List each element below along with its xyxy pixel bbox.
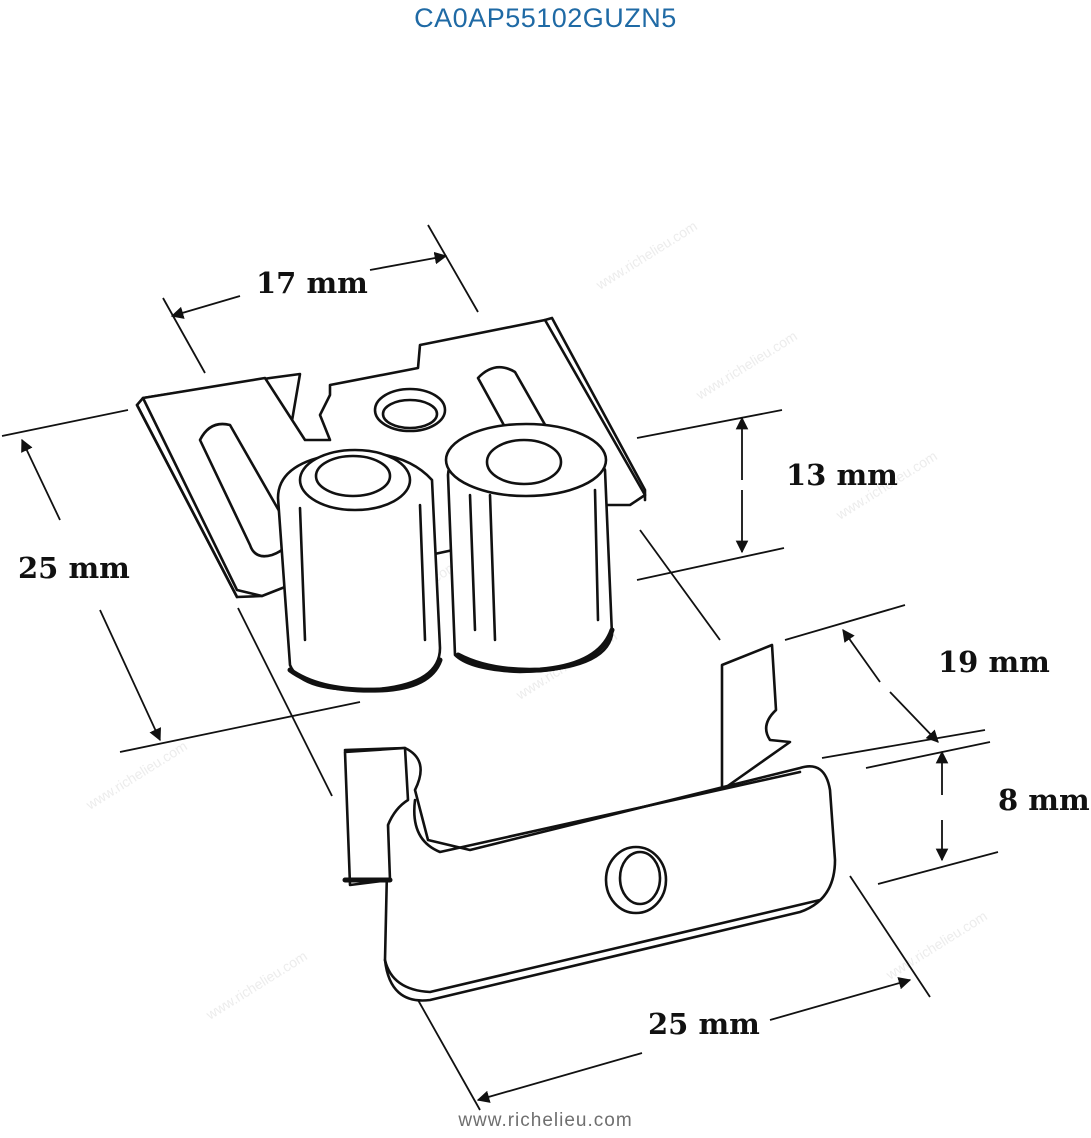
dimension-arrow: [842, 628, 881, 683]
left-roller-pin: [314, 454, 392, 498]
center-screw-hole-inner: [381, 398, 439, 430]
extension-line: [1, 409, 129, 437]
extension-line: [427, 224, 479, 313]
extension-line: [636, 409, 783, 439]
watermark: www.richelieu.com: [202, 948, 310, 1024]
dimension-label-strike-depth: 19 mm: [938, 645, 1050, 679]
extension-line: [784, 604, 906, 641]
dimension-arrow: [769, 977, 912, 1021]
strike-screw-hole-inner: [618, 850, 662, 906]
roller-catch-part: [135, 316, 647, 693]
roller-shade-line: [418, 503, 427, 642]
dimension-arrow: [369, 251, 448, 271]
strike-body: [343, 746, 837, 1002]
roller-shade-line: [593, 488, 600, 622]
dimension-label-top-width: 17 mm: [256, 266, 368, 300]
dimension-13mm: 13 mm: [636, 409, 898, 581]
dimension-arrow: [21, 438, 61, 521]
dimension-17mm: 17 mm: [162, 224, 479, 374]
extension-line: [162, 297, 206, 374]
dimension-arrow: [99, 609, 161, 742]
strike-plate-part: [342, 643, 837, 1002]
dimension-25mm-left: 25 mm: [1, 409, 361, 753]
roller-shade-line: [298, 506, 307, 642]
strike-left-fold: [343, 746, 410, 887]
extension-line: [821, 729, 986, 759]
dimension-label-plate-length: 25 mm: [18, 551, 130, 585]
right-roller-pin: [485, 438, 563, 486]
dimension-arrow: [170, 295, 241, 319]
extension-line: [417, 999, 481, 1111]
mounting-plate-lip: [543, 316, 647, 502]
dimension-25mm-bottom: 25 mm: [237, 607, 931, 1111]
extension-line: [119, 701, 361, 753]
website-url: www.richelieu.com: [458, 1110, 633, 1131]
extension-line: [865, 741, 991, 769]
strike-bottom-edge: [383, 898, 822, 994]
roller-shade-line: [468, 493, 477, 632]
watermark: www.richelieu.com: [692, 328, 800, 404]
roller-shade-line: [488, 493, 497, 642]
strike-back-flange: [720, 643, 792, 792]
extension-line: [237, 607, 333, 797]
dimension-arrow: [476, 1052, 643, 1103]
dimension-label-strike-width: 25 mm: [648, 1007, 760, 1041]
watermark: www.richelieu.com: [592, 218, 700, 294]
product-code: CA0AP55102GUZN5: [414, 3, 677, 33]
strike-screw-hole: [604, 845, 668, 915]
roller-base-shadow: [455, 627, 615, 673]
extension-line: [639, 529, 721, 641]
dimension-label-strike-height: 8 mm: [998, 783, 1090, 817]
dimension-arrow: [889, 691, 939, 743]
extension-line: [877, 851, 999, 885]
extension-line: [849, 875, 931, 998]
strike-inner-edge: [413, 770, 802, 854]
dimension-label-roller-height: 13 mm: [786, 458, 898, 492]
mounting-plate-front-edge: [135, 403, 239, 599]
roller-base-shadow: [287, 657, 443, 693]
dimension-8mm: 8 mm: [865, 741, 1090, 885]
extension-line: [636, 547, 785, 581]
center-screw-hole: [373, 387, 447, 433]
watermark: www.richelieu.com: [882, 908, 990, 984]
dimension-19mm: 19 mm: [639, 529, 1050, 759]
